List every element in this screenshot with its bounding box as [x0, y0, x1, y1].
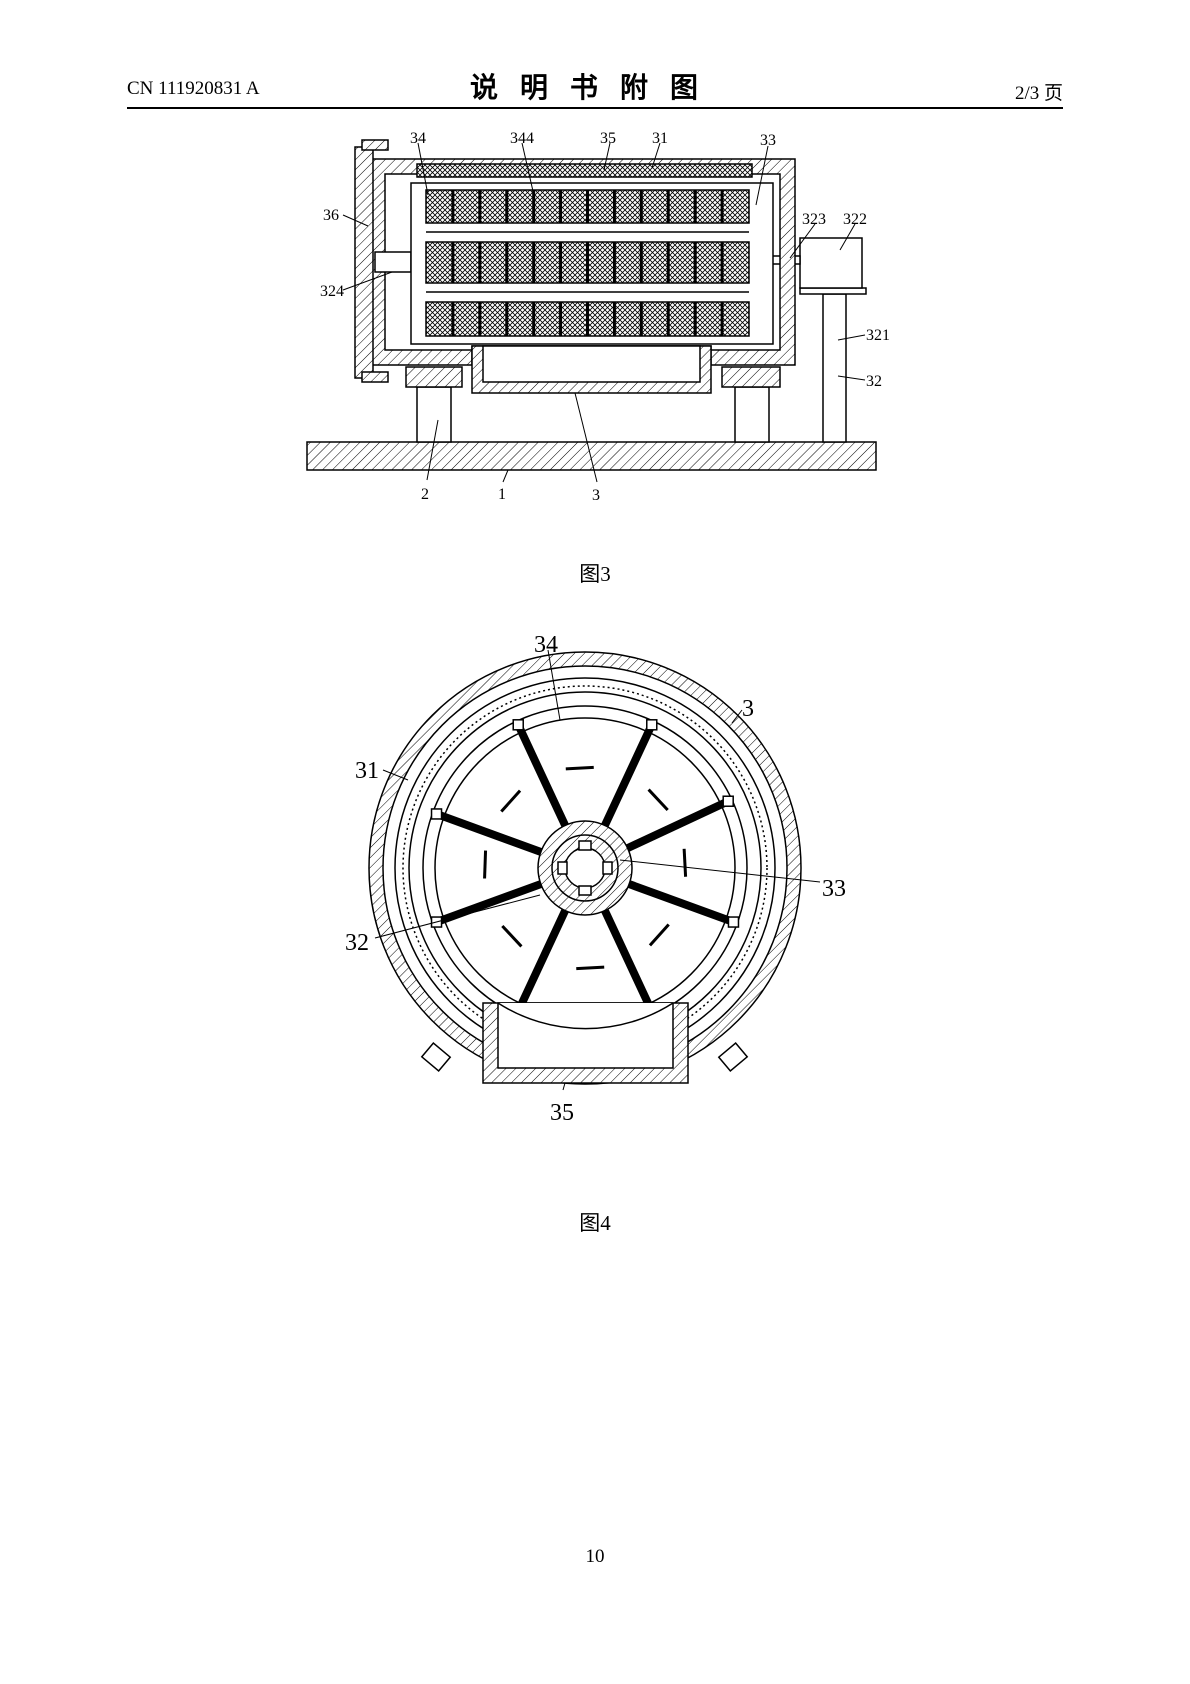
spoke — [433, 809, 545, 857]
spoke-joint — [646, 719, 658, 731]
stirring-rod — [647, 788, 669, 812]
spoke-joint — [727, 916, 740, 928]
base-plate — [306, 441, 877, 471]
figure-4-drawing — [368, 651, 802, 1085]
label-34: 34 — [534, 632, 558, 658]
label-32: 32 — [866, 373, 882, 390]
label-1: 1 — [498, 486, 506, 503]
door — [354, 146, 374, 379]
right-pad — [721, 366, 781, 388]
label-3: 3 — [592, 487, 600, 504]
label-324: 324 — [320, 283, 344, 300]
motor-platform — [799, 287, 867, 295]
spoke — [433, 879, 545, 927]
label-2: 2 — [421, 486, 429, 503]
stirring-rod — [576, 965, 605, 971]
left-leg — [416, 386, 452, 443]
spoke — [513, 721, 570, 829]
figure-4-labels: 34 3 31 33 32 35 — [345, 632, 846, 1126]
label-32: 32 — [345, 930, 369, 956]
right-leg — [734, 386, 770, 443]
stirring-rod — [500, 789, 522, 813]
label-35: 35 — [550, 1100, 574, 1126]
label-36: 36 — [323, 207, 339, 224]
label-34: 34 — [410, 130, 426, 147]
spoke — [625, 879, 737, 927]
stirring-rod — [682, 848, 688, 877]
spoke — [624, 796, 732, 853]
motor — [799, 237, 863, 289]
label-323: 323 — [802, 211, 826, 228]
label-3: 3 — [742, 696, 754, 722]
label-33: 33 — [760, 132, 776, 149]
label-35: 35 — [600, 130, 616, 147]
spoke — [513, 907, 570, 1015]
stirring-rod — [648, 923, 670, 947]
coupling — [374, 251, 412, 273]
figure-3-caption: 图3 — [579, 562, 611, 586]
heater-strip — [416, 163, 753, 178]
stirring-rod — [483, 850, 488, 879]
label-322: 322 — [843, 211, 867, 228]
support-column — [822, 293, 847, 443]
page-number: 10 — [585, 1546, 605, 1567]
figure-3-labels: 34 344 35 31 33 36 324 323 322 321 32 2 … — [320, 130, 890, 504]
figure-4-leaders — [374, 649, 821, 1091]
stirring-rod — [565, 765, 594, 771]
spoke — [600, 907, 657, 1015]
spoke-joint — [512, 719, 524, 731]
spoke-joint — [430, 808, 443, 820]
label-31: 31 — [355, 758, 379, 784]
label-33: 33 — [822, 876, 846, 902]
page-title: 说明书附图 — [469, 71, 720, 104]
label-321: 321 — [866, 327, 890, 344]
header-rule — [127, 107, 1063, 109]
publication-number: CN 111920831 A — [127, 78, 260, 99]
page-count: 2/3 页 — [1014, 83, 1063, 104]
spoke — [600, 721, 657, 829]
spoke-joint — [722, 795, 734, 807]
left-pad — [405, 366, 463, 388]
stirring-rod — [501, 924, 523, 948]
label-344: 344 — [510, 130, 534, 147]
label-31: 31 — [652, 130, 668, 147]
figure-4-caption: 图4 — [579, 1211, 611, 1235]
figure-3-leaders — [342, 142, 866, 483]
figure-3-drawing — [306, 139, 877, 471]
